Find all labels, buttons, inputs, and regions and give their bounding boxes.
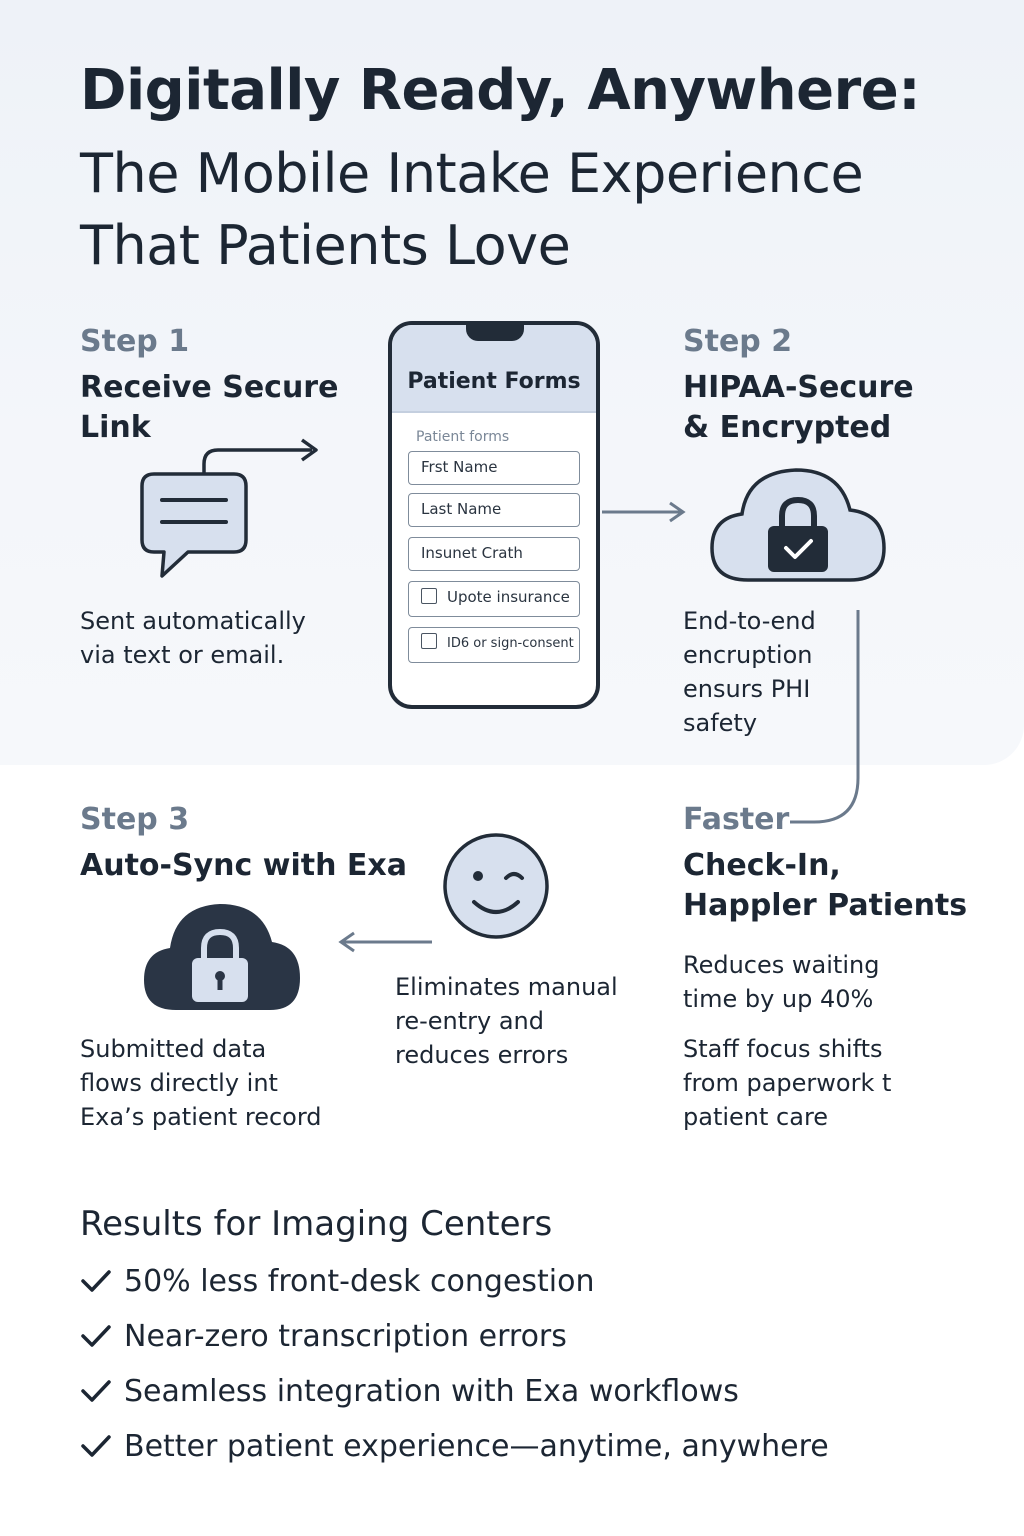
update-insurance-checkbox-row[interactable]: Upote insurance (408, 581, 580, 617)
arrow-right-icon (602, 501, 686, 523)
result-item: Near-zero transcription errors (80, 1319, 567, 1354)
chat-bubble-icon (140, 438, 318, 578)
middle-desc-line: re-entry and (395, 1007, 545, 1035)
phone-title: Patient Forms (407, 369, 581, 394)
phone-notch (466, 325, 524, 341)
phone-mockup: Patient Forms Patient forms Frst Name La… (388, 321, 600, 709)
faster-description-2: Staff focus shifts from paperwork t pati… (683, 1032, 891, 1134)
step1-description: Sent automatically via text or email. (80, 604, 306, 672)
step2-heading-line: & Encrypted (683, 410, 892, 445)
step1-label: Step 1 (80, 324, 190, 359)
step3-desc-line: Submitted data (80, 1035, 267, 1063)
result-text: Seamless integration with Exa workflows (124, 1374, 739, 1409)
middle-desc-line: reduces errors (395, 1041, 569, 1069)
last-name-field[interactable]: Last Name (408, 493, 580, 527)
arrow-left-icon (338, 931, 432, 953)
first-name-field[interactable]: Frst Name (408, 451, 580, 485)
result-text: Better patient experience—anytime, anywh… (124, 1429, 829, 1464)
step3-label: Step 3 (80, 802, 190, 837)
step1-heading-line: Receive Secure (80, 370, 339, 405)
result-item: 50% less front-desk congestion (80, 1264, 595, 1299)
step2-desc-line: encruption (683, 641, 813, 669)
step3-desc-line: Exa’s patient record (80, 1103, 322, 1131)
smiley-wink-icon (443, 833, 549, 939)
result-item: Better patient experience—anytime, anywh… (80, 1429, 829, 1464)
check-icon (81, 1270, 111, 1292)
insurance-field[interactable]: Insunet Crath (408, 537, 580, 571)
subtitle-line-2: That Patients Love (80, 214, 571, 277)
step2-label: Step 2 (683, 324, 793, 359)
step1-heading: Receive Secure Link (80, 368, 338, 448)
result-item: Seamless integration with Exa workflows (80, 1374, 739, 1409)
faster-desc-line: Staff focus shifts (683, 1035, 883, 1063)
step3-description: Submitted data flows directly int Exa’s … (80, 1032, 322, 1134)
step2-desc-line: ensurs PHI (683, 675, 811, 703)
page-title: Digitally Ready, Anywhere: (80, 58, 921, 123)
cloud-lock-check-icon (710, 468, 886, 582)
middle-desc-line: Eliminates manual (395, 973, 618, 1001)
faster-desc-line: patient care (683, 1103, 829, 1131)
faster-label: Faster (683, 802, 790, 837)
subtitle-line-1: The Mobile Intake Experience (80, 142, 864, 205)
results-title: Results for Imaging Centers (80, 1204, 553, 1244)
faster-heading: Check-In, Happler Patients (683, 846, 967, 926)
middle-description: Eliminates manual re-entry and reduces e… (395, 970, 618, 1072)
step3-heading: Auto-Sync with Exa (80, 848, 407, 883)
faster-desc-line: Reduces waiting (683, 951, 880, 979)
step1-desc-line: Sent automatically (80, 607, 306, 635)
checkbox[interactable] (421, 633, 437, 649)
result-text: 50% less front-desk congestion (124, 1264, 595, 1299)
faster-description-1: Reduces waiting time by up 40% (683, 948, 879, 1016)
page-subtitle: The Mobile Intake Experience That Patien… (80, 138, 864, 282)
step2-heading-line: HIPAA-Secure (683, 370, 914, 405)
check-icon (81, 1380, 111, 1402)
step1-desc-line: via text or email. (80, 641, 285, 669)
connector-line (790, 610, 860, 824)
form-caption: Patient forms (416, 429, 510, 445)
step3-desc-line: flows directly int (80, 1069, 278, 1097)
consent-checkbox-row[interactable]: ID6 or sign-consent (408, 627, 580, 663)
step2-description: End-to-end encruption ensurs PHI safety (683, 604, 816, 740)
step2-heading: HIPAA-Secure & Encrypted (683, 368, 914, 448)
checkbox-label: Upote insurance (447, 588, 570, 606)
faster-desc-line: time by up 40% (683, 985, 874, 1013)
faster-heading-line: Happler Patients (683, 888, 968, 923)
checkbox[interactable] (421, 588, 437, 604)
cloud-lock-icon (144, 904, 300, 1010)
checkbox-label: ID6 or sign-consent (447, 636, 574, 651)
check-icon (81, 1325, 111, 1347)
faster-heading-line: Check-In, (683, 848, 841, 883)
step2-desc-line: safety (683, 709, 758, 737)
step2-desc-line: End-to-end (683, 607, 816, 635)
result-text: Near-zero transcription errors (124, 1319, 567, 1354)
faster-desc-line: from paperwork t (683, 1069, 892, 1097)
step1-heading-line: Link (80, 410, 151, 445)
check-icon (81, 1435, 111, 1457)
